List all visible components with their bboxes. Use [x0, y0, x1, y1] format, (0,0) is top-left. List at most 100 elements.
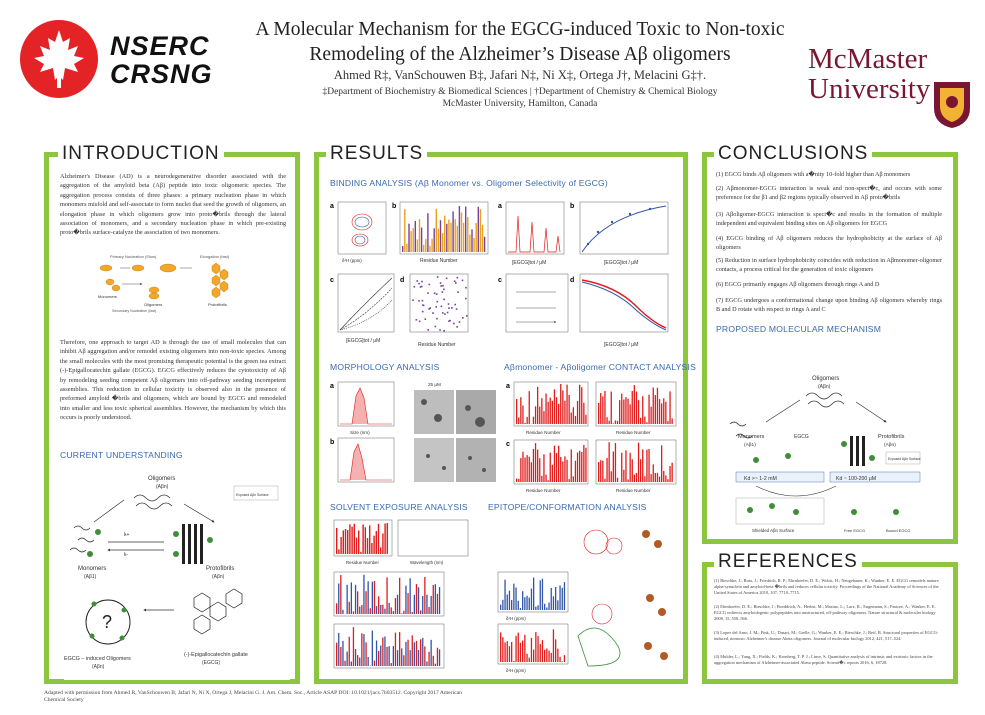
contact-dot: [439, 282, 442, 284]
maple-leaf-icon: [20, 20, 98, 98]
contact-bar: [656, 387, 659, 424]
solvent-bar: [409, 578, 411, 614]
mcmaster-line2: University: [808, 73, 931, 105]
contact-bar: [566, 384, 568, 424]
contact-dot: [454, 282, 457, 284]
contact-bar: [522, 405, 524, 424]
solvent-bar: [386, 646, 388, 666]
contact-dot: [418, 320, 421, 323]
contact-bar: [616, 477, 619, 482]
contact-dot: [440, 285, 442, 287]
contact-bar: [602, 396, 604, 424]
solvent-bar: [513, 660, 515, 662]
proposed-mechanism-title: PROPOSED MOLECULAR MECHANISM: [716, 324, 882, 334]
solvent-bar: [336, 603, 338, 614]
contact-bar: [532, 416, 535, 424]
solvent-bar: [378, 651, 380, 666]
svg-text:Bound EGCG: Bound EGCG: [886, 528, 910, 533]
contact-dot: [434, 325, 437, 328]
solvent-bar: [405, 585, 407, 614]
contact-dot: [456, 326, 458, 328]
nserc-logo: NSERC CRSNG: [18, 18, 238, 100]
contact-bar: [543, 411, 545, 424]
contact-bar: [667, 421, 669, 424]
solvent-bar: [354, 584, 357, 614]
svg-text:(Aβn): (Aβn): [212, 574, 225, 580]
conclusion-3: (3) Aβoligomer-EGCG interaction is speci…: [716, 211, 942, 227]
solvent-bar: [424, 646, 426, 666]
contact-bar: [669, 466, 671, 482]
contact-bar: [524, 457, 526, 482]
solvent-bar: [517, 632, 519, 662]
contact-bar: [665, 475, 667, 482]
solvent-bar: [336, 642, 338, 666]
solvent-bar: [348, 636, 350, 666]
solvent-bar: [371, 543, 373, 554]
solvent-bar: [428, 606, 430, 614]
footer-note: Adapted with permission from Ahmed R, Va…: [44, 690, 462, 703]
contact-bar: [579, 384, 581, 424]
svg-text:Free EGCG: Free EGCG: [844, 528, 865, 533]
contact-bar: [606, 458, 608, 482]
svg-text:(Aβ1): (Aβ1): [84, 574, 97, 580]
contact-bar: [574, 415, 577, 424]
solvent-bar: [415, 584, 418, 614]
svg-text:Size (nm): Size (nm): [350, 430, 370, 435]
solvent-bar: [552, 596, 555, 610]
conclusions-title: CONCLUSIONS: [714, 144, 873, 164]
contact-bar: [518, 417, 520, 424]
solvent-bar: [561, 587, 563, 610]
contact-dot: [443, 298, 445, 301]
contact-bar: [572, 476, 574, 482]
solvent-bar: [432, 584, 434, 614]
contact-dot: [418, 300, 420, 302]
contact-bar: [646, 422, 648, 424]
contact-bar: [627, 479, 629, 482]
solvent-bar: [555, 586, 557, 610]
bar-mark: [469, 234, 471, 252]
affiliations: ‡Department of Biochemistry & Biomedical…: [322, 87, 718, 109]
solvent-bar: [380, 645, 382, 666]
bar-mark: [427, 213, 429, 252]
solvent-bar: [388, 646, 390, 666]
contact-bar: [650, 406, 652, 424]
introduction-title: INTRODUCTION: [58, 144, 224, 164]
contact-bar: [539, 406, 541, 424]
contact-bar: [614, 443, 617, 482]
elongation-label: Elongation (fast): [200, 254, 230, 259]
solvent-bar: [362, 524, 364, 554]
bar-mark: [460, 212, 463, 252]
solvent-bar: [377, 523, 380, 554]
solvent-bar: [504, 642, 506, 662]
solvent-bar: [537, 605, 539, 610]
nucleation-figure: Primary Nucleation (Slow) Elongation (fa…: [92, 250, 252, 314]
conclusion-5: (5) Reduction in surface hydrophobicity …: [716, 257, 942, 273]
contact-bar: [635, 391, 638, 424]
contact-bar: [640, 459, 642, 482]
contact-bar: [661, 445, 663, 482]
contact-dot: [457, 291, 459, 294]
contact-dot: [442, 312, 444, 314]
contact-dot: [433, 292, 436, 295]
solvent-bar: [354, 649, 357, 666]
solvent-bar: [349, 524, 351, 554]
bar-mark: [412, 227, 414, 252]
contact-bar: [570, 412, 572, 424]
solvent-bar: [344, 529, 347, 554]
svg-text:[EGCG]tot / μM: [EGCG]tot / μM: [512, 260, 546, 266]
solvent-bar: [544, 649, 546, 662]
contact-dot: [413, 285, 416, 288]
contact-bar: [541, 475, 543, 482]
crest-icon: [934, 82, 970, 128]
bar-mark: [435, 208, 437, 252]
contact-bar: [539, 458, 541, 482]
solvent-bar: [348, 601, 350, 614]
contact-bar: [623, 399, 625, 424]
contact-bar: [608, 442, 610, 482]
binding-figure-monomer: a δ¹H (ppm) b Residue Number c [EGCG]tot…: [328, 196, 492, 356]
monomers-label: Monomers: [98, 294, 117, 299]
contact-dot: [412, 299, 414, 302]
contact-bar: [658, 476, 661, 482]
contact-bar: [579, 450, 581, 482]
solvent-bar: [365, 642, 367, 666]
